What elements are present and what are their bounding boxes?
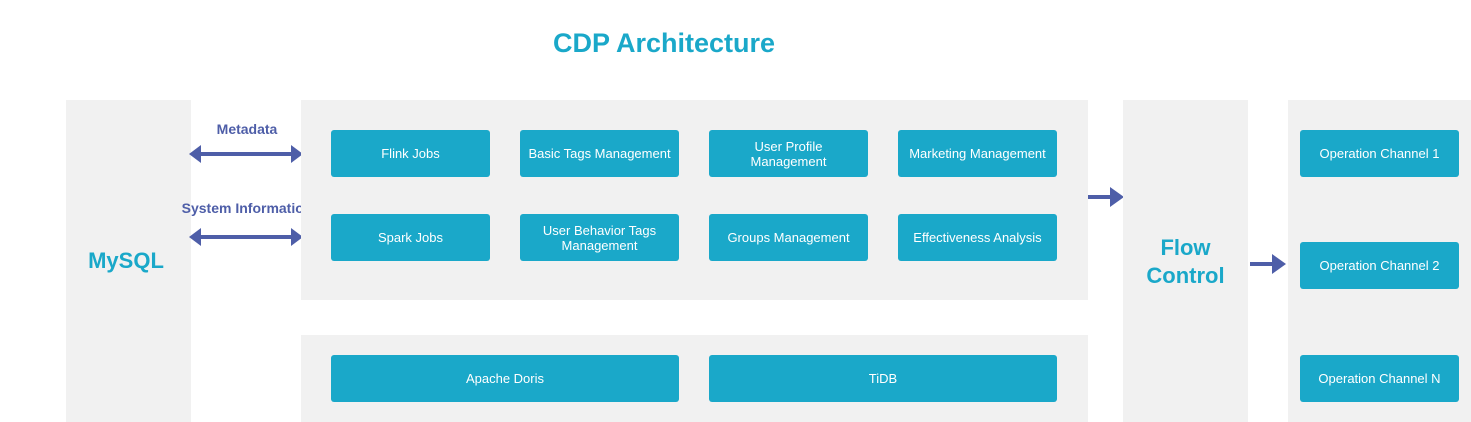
to-flow-control-arrow bbox=[1088, 187, 1124, 207]
flow-control-panel bbox=[1123, 100, 1248, 422]
metadata-label: Metadata bbox=[216, 121, 278, 137]
page-title: CDP Architecture bbox=[552, 28, 776, 58]
flow-control-line1: Flow bbox=[1160, 235, 1211, 260]
job-box-user-behavior-tags: User Behavior Tags Management bbox=[520, 214, 679, 261]
flow-control-label: Flow Control bbox=[1123, 234, 1248, 290]
mysql-label: MySQL bbox=[88, 248, 164, 273]
storage-box-apache-doris: Apache Doris bbox=[331, 355, 679, 402]
job-box-spark: Spark Jobs bbox=[331, 214, 490, 261]
job-box-effectiveness: Effectiveness Analysis bbox=[898, 214, 1057, 261]
flow-control-line2: Control bbox=[1146, 263, 1225, 288]
storage-box-tidb: TiDB bbox=[709, 355, 1057, 402]
job-box-basic-tags: Basic Tags Management bbox=[520, 130, 679, 177]
metadata-double-arrow bbox=[189, 145, 303, 163]
channel-box-n: Operation Channel N bbox=[1300, 355, 1459, 402]
system-information-double-arrow bbox=[189, 228, 303, 246]
job-box-flink: Flink Jobs bbox=[331, 130, 490, 177]
to-channels-arrow bbox=[1250, 254, 1286, 274]
system-information-label: System Information bbox=[181, 200, 313, 216]
channel-box-2: Operation Channel 2 bbox=[1300, 242, 1459, 289]
job-box-marketing: Marketing Management bbox=[898, 130, 1057, 177]
job-box-user-profile: User Profile Management bbox=[709, 130, 868, 177]
job-box-groups: Groups Management bbox=[709, 214, 868, 261]
mysql-panel bbox=[66, 100, 191, 422]
channel-box-1: Operation Channel 1 bbox=[1300, 130, 1459, 177]
